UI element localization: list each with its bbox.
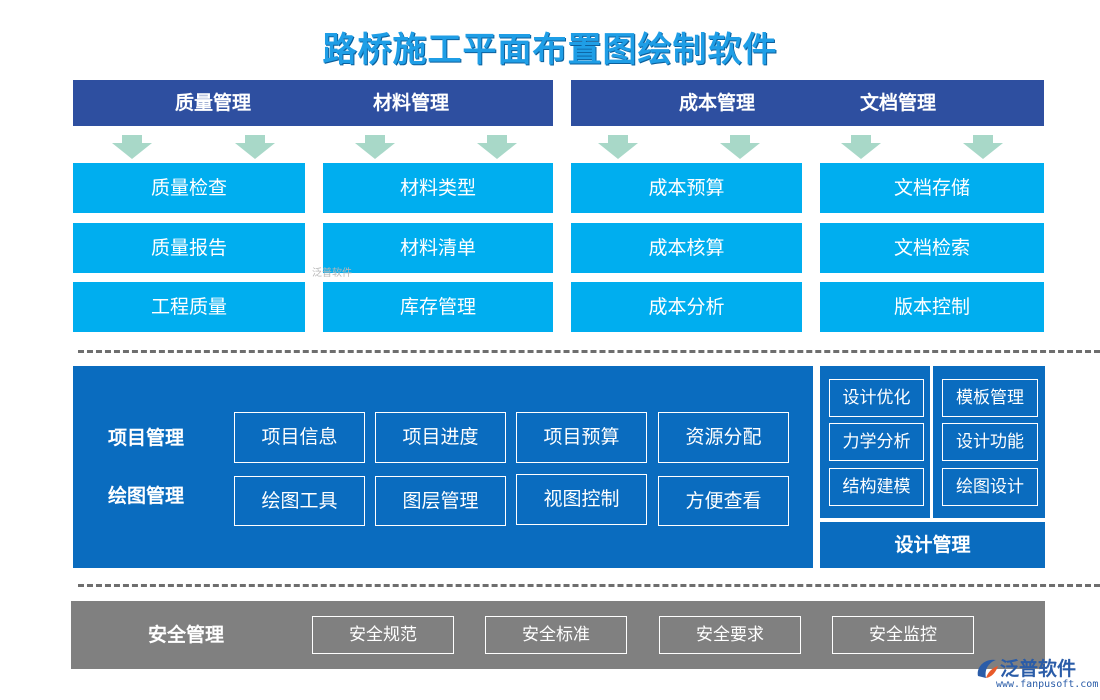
down-arrow-icon [841,135,881,159]
version-control-box: 版本控制 [820,282,1044,332]
cost-analysis-box: 成本分析 [571,282,802,332]
down-arrow-icon [720,135,760,159]
project-budget-box: 项目预算 [516,412,647,463]
logo-text: 泛普软件 [1000,658,1077,680]
template-management-box: 模板管理 [942,379,1038,417]
safety-management-panel [71,601,1045,669]
mechanics-analysis-box: 力学分析 [829,423,924,461]
easy-view-box: 方便查看 [658,476,789,526]
down-arrow-icon [477,135,517,159]
header-document-management: 文档管理 [859,92,936,114]
dashed-divider [78,350,1100,353]
layer-management-box: 图层管理 [375,476,506,526]
safety-regulation-box: 安全规范 [312,616,454,654]
logo-url: www.fanpusoft.com [996,679,1099,690]
header-bar-right: 成本管理 文档管理 [571,80,1044,126]
drawing-tools-box: 绘图工具 [234,476,365,526]
material-type-box: 材料类型 [323,163,553,213]
drawing-management-label: 绘图管理 [108,485,185,507]
fanpu-logo-icon [977,659,998,678]
document-storage-box: 文档存储 [820,163,1044,213]
material-list-box: 材料清单 [323,223,553,273]
design-optimization-box: 设计优化 [829,379,924,417]
safety-monitoring-box: 安全监控 [832,616,974,654]
page-title: 路桥施工平面布置图绘制软件 [322,30,778,70]
design-management-label: 设计管理 [820,522,1045,568]
down-arrow-icon [355,135,395,159]
cost-accounting-box: 成本核算 [571,223,802,273]
down-arrow-icon [112,135,152,159]
drawing-design-box: 绘图设计 [942,468,1038,506]
cost-budget-box: 成本预算 [571,163,802,213]
watermark-text: 泛普软件 [312,268,352,279]
header-cost-management: 成本管理 [678,92,755,114]
document-search-box: 文档检索 [820,223,1044,273]
down-arrow-icon [963,135,1003,159]
project-drawing-panel [73,366,813,568]
brand-logo: 泛普软件 www.fanpusoft.com [972,652,1098,696]
engineering-quality-box: 工程质量 [73,282,305,332]
resource-allocation-box: 资源分配 [658,412,789,463]
down-arrow-icon [235,135,275,159]
view-control-box: 视图控制 [516,474,647,525]
safety-standard-box: 安全标准 [485,616,627,654]
header-bar-left: 质量管理 材料管理 [73,80,553,126]
design-divider [930,366,933,518]
quality-inspection-box: 质量检查 [73,163,305,213]
structural-modeling-box: 结构建模 [829,468,924,506]
header-material-management: 材料管理 [372,92,449,114]
project-management-label: 项目管理 [108,427,185,449]
header-quality-management: 质量管理 [174,92,251,114]
design-function-box: 设计功能 [942,423,1038,461]
project-progress-box: 项目进度 [375,412,506,463]
down-arrow-icon [598,135,638,159]
inventory-management-box: 库存管理 [323,282,553,332]
project-info-box: 项目信息 [234,412,365,463]
safety-requirement-box: 安全要求 [659,616,801,654]
safety-management-label: 安全管理 [148,624,225,646]
dashed-divider [78,584,1100,587]
quality-report-box: 质量报告 [73,223,305,273]
